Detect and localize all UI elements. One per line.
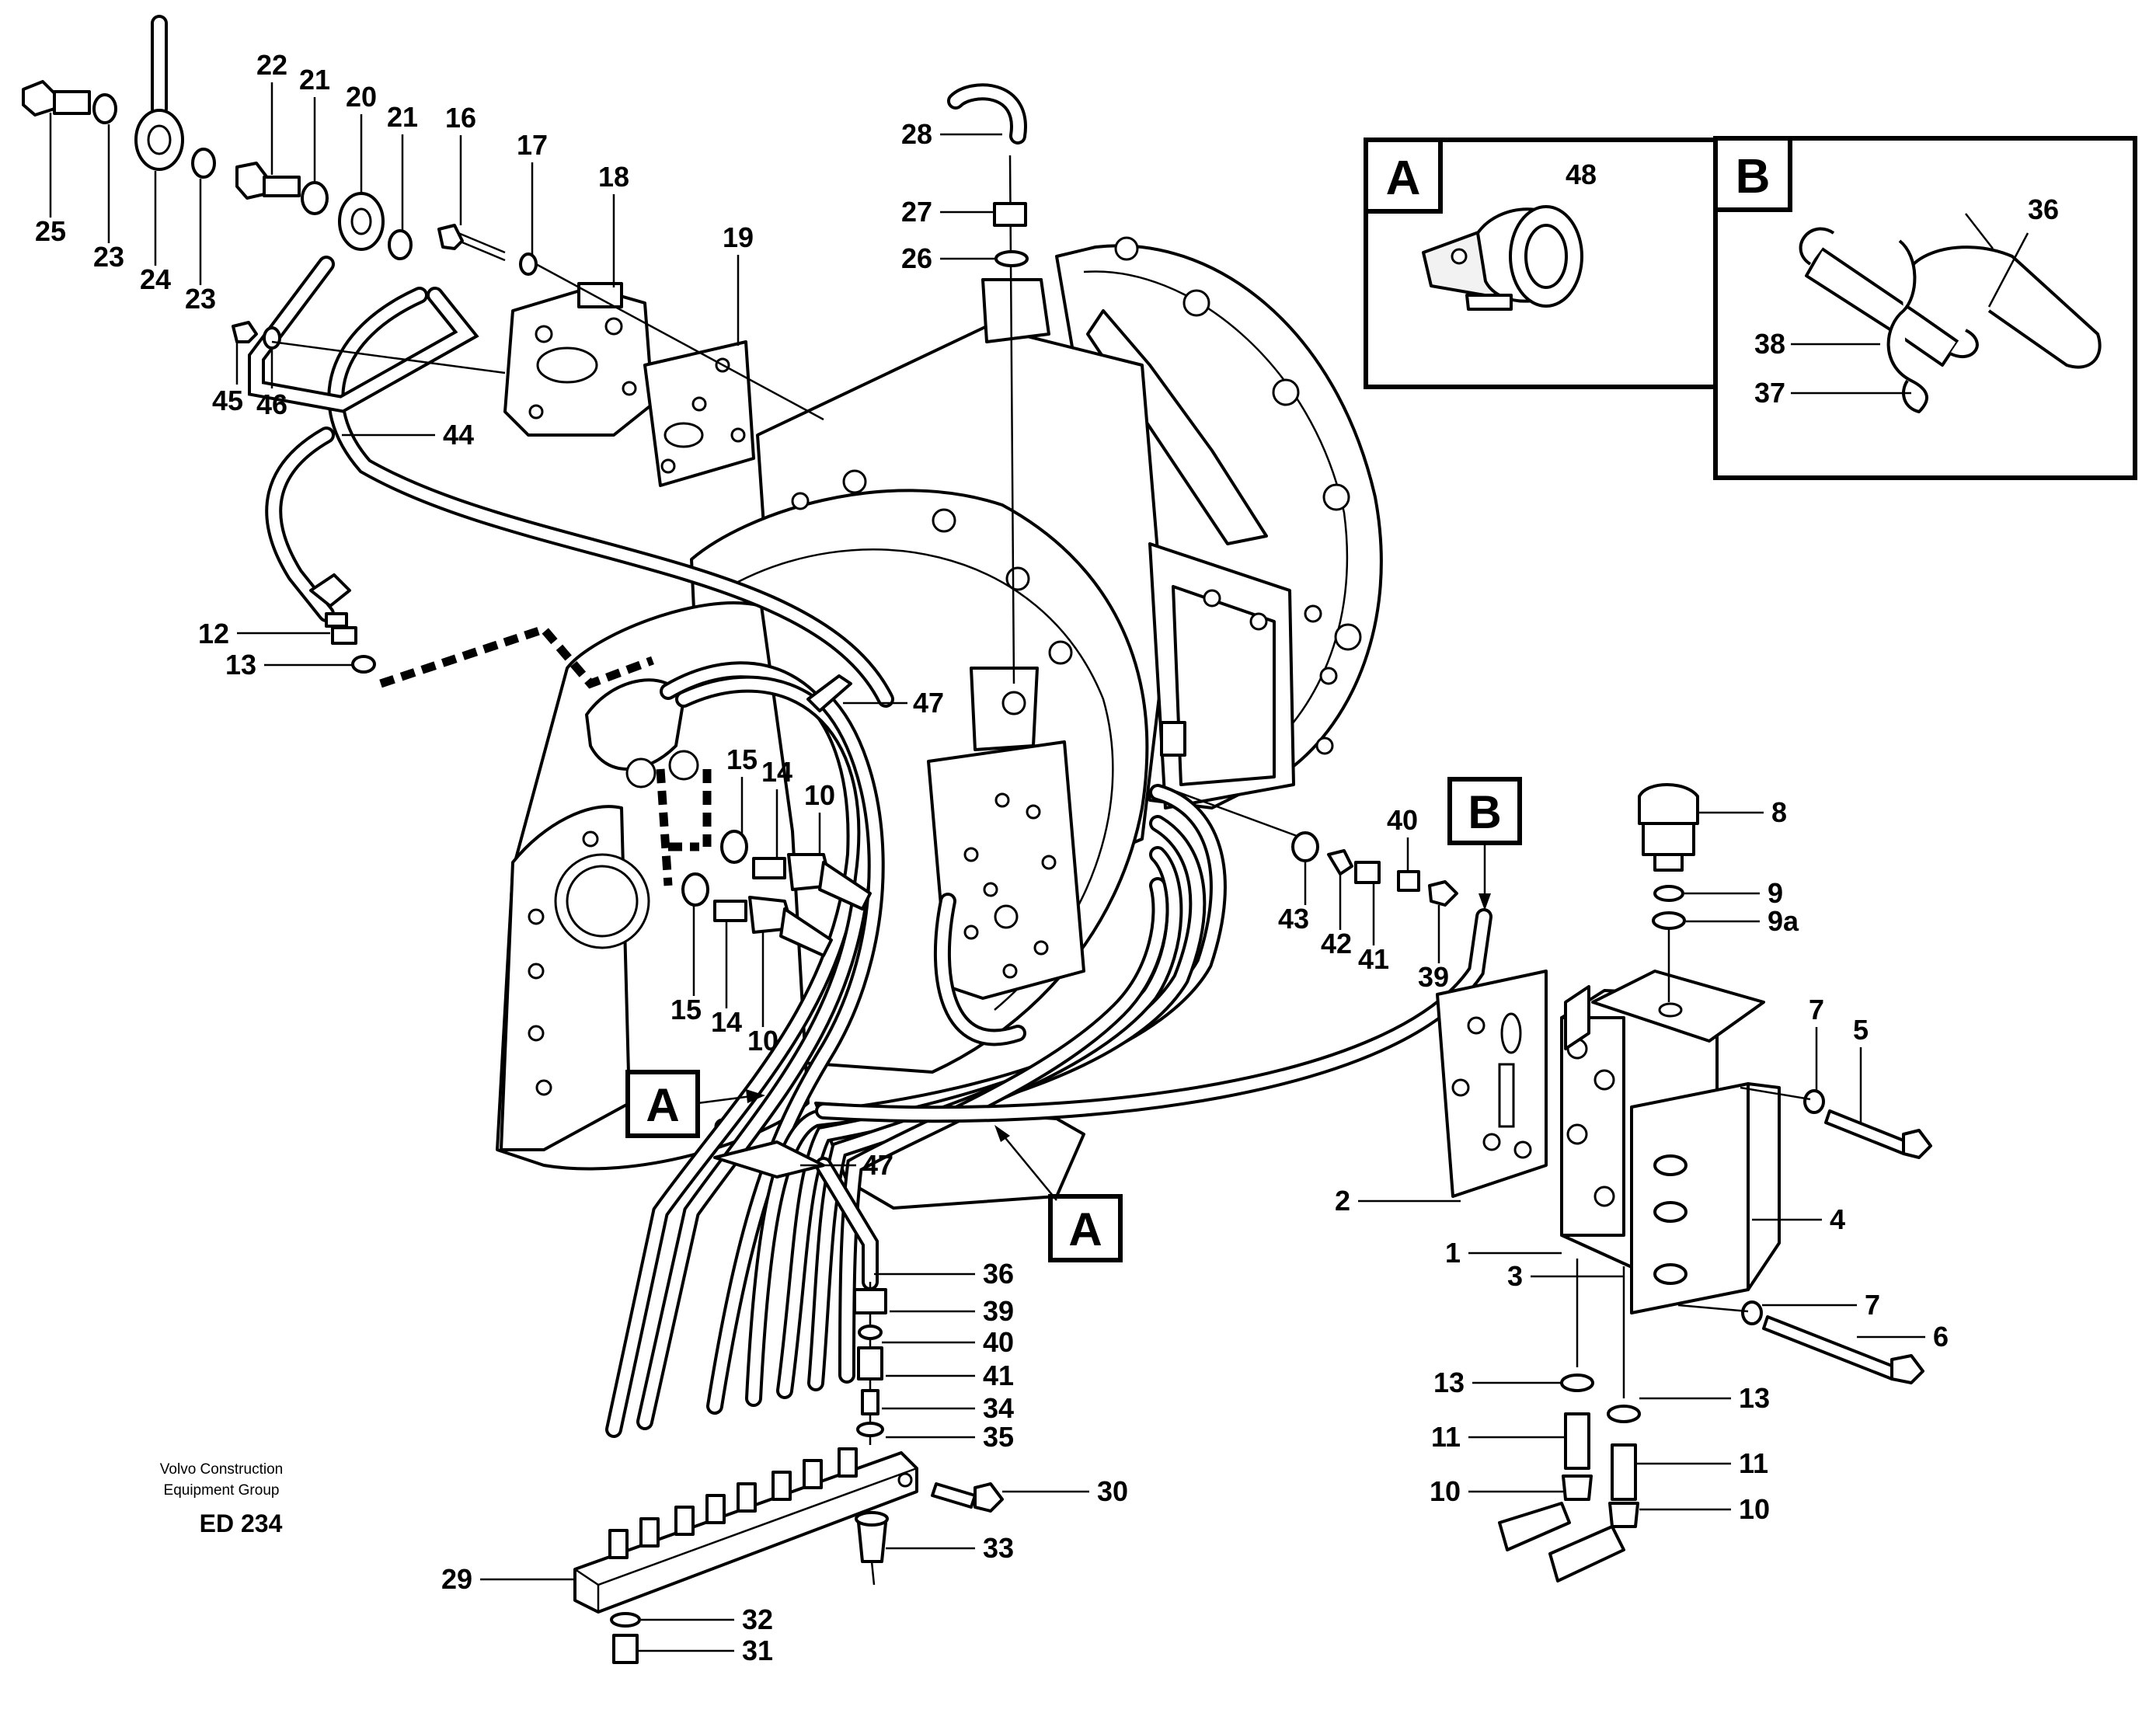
label-14-top: 14 (761, 756, 792, 788)
dashed-lines (379, 624, 712, 886)
label-3: 3 (1507, 1260, 1523, 1292)
label-30: 30 (1097, 1475, 1128, 1507)
label-12: 12 (198, 618, 229, 649)
callout-a-left: A (646, 1079, 679, 1131)
label-47-bottom: 47 (862, 1149, 893, 1181)
callout-a-bottom: A (1068, 1203, 1102, 1255)
label-21-a: 21 (299, 64, 330, 96)
label-15-top: 15 (726, 743, 758, 775)
control-valve-assembly (1436, 783, 1932, 1582)
label-5: 5 (1853, 1014, 1869, 1046)
label-2: 2 (1335, 1185, 1350, 1217)
label-10-bottom: 10 (747, 1025, 778, 1057)
label-11-a: 11 (1431, 1421, 1461, 1453)
label-37: 37 (1754, 377, 1785, 409)
label-13-right-b: 13 (1739, 1382, 1770, 1414)
label-14-bottom: 14 (711, 1006, 742, 1038)
label-34: 34 (983, 1392, 1014, 1424)
label-11-b: 11 (1739, 1447, 1768, 1479)
label-21-b: 21 (387, 101, 418, 133)
label-23-b: 23 (185, 283, 216, 315)
label-16: 16 (445, 102, 476, 134)
label-36: 36 (983, 1258, 1014, 1290)
inset-b: B 36 38 37 (1713, 136, 2137, 480)
label-39-bottom: 39 (983, 1295, 1014, 1327)
credit-line-1: Volvo Construction (160, 1461, 283, 1478)
label-10-top: 10 (804, 779, 835, 811)
label-43: 43 (1278, 903, 1309, 935)
label-25: 25 (35, 215, 66, 247)
label-36-inset: 36 (2028, 193, 2059, 225)
label-35: 35 (983, 1421, 1014, 1453)
label-10-right-b: 10 (1739, 1493, 1770, 1525)
label-19: 19 (723, 221, 754, 253)
label-15-bottom: 15 (670, 994, 702, 1025)
top-left-fittings (22, 80, 824, 487)
label-41-bottom: 41 (983, 1360, 1014, 1391)
transmission-housing (496, 236, 1383, 1210)
label-28: 28 (901, 118, 932, 150)
label-31: 31 (742, 1635, 773, 1666)
label-1: 1 (1445, 1237, 1461, 1269)
clamp-48-drawing (1422, 205, 1583, 311)
callout-b: B (1468, 786, 1501, 838)
leader-36-inset (1987, 232, 2029, 308)
credit-block: Volvo Construction Equipment Group ED 23… (160, 1461, 283, 1537)
callout-boxes: A A B (625, 777, 1522, 1262)
label-6: 6 (1933, 1321, 1949, 1353)
label-40-bottom: 40 (983, 1326, 1014, 1358)
label-41-right: 41 (1358, 943, 1389, 975)
label-4: 4 (1830, 1203, 1845, 1235)
bottom-manifold (573, 1282, 1004, 1664)
part-labels: 25 23 24 23 22 21 20 21 16 17 18 19 45 4… (35, 49, 1949, 1666)
label-47-top: 47 (913, 687, 944, 719)
label-46: 46 (256, 388, 287, 420)
label-33: 33 (983, 1532, 1014, 1564)
label-22: 22 (256, 49, 287, 81)
label-42: 42 (1321, 928, 1352, 959)
inset-b-letter: B (1736, 150, 1771, 204)
label-18: 18 (598, 161, 629, 193)
inset-a-letter: A (1386, 151, 1421, 205)
label-13-left: 13 (225, 649, 256, 681)
label-7-bottom: 7 (1865, 1289, 1880, 1321)
label-44: 44 (443, 419, 474, 451)
label-9a: 9a (1768, 905, 1799, 937)
label-13-right-a: 13 (1433, 1367, 1465, 1398)
label-40-right: 40 (1387, 804, 1418, 836)
credit-line-2: Equipment Group (164, 1482, 280, 1499)
label-20: 20 (346, 81, 377, 113)
label-23-a: 23 (93, 241, 124, 273)
label-38: 38 (1754, 328, 1785, 360)
label-32: 32 (742, 1603, 773, 1635)
pipe-with-cable-tie-drawing (1799, 213, 2102, 413)
label-9: 9 (1768, 877, 1783, 909)
fittings-12-13 (309, 573, 376, 674)
drawing-code: ED 234 (200, 1509, 283, 1537)
label-29: 29 (441, 1563, 472, 1595)
label-7-top: 7 (1809, 994, 1824, 1025)
fittings-39-43 (1157, 783, 1458, 907)
label-48: 48 (1566, 158, 1597, 190)
label-8: 8 (1771, 796, 1787, 828)
label-24: 24 (140, 263, 171, 295)
label-27: 27 (901, 196, 932, 228)
label-39-right: 39 (1418, 961, 1449, 993)
label-45: 45 (212, 385, 243, 416)
label-10-right-a: 10 (1430, 1475, 1461, 1507)
fittings-10-14-15 (681, 830, 872, 957)
label-17: 17 (517, 129, 548, 161)
label-26: 26 (901, 242, 932, 274)
